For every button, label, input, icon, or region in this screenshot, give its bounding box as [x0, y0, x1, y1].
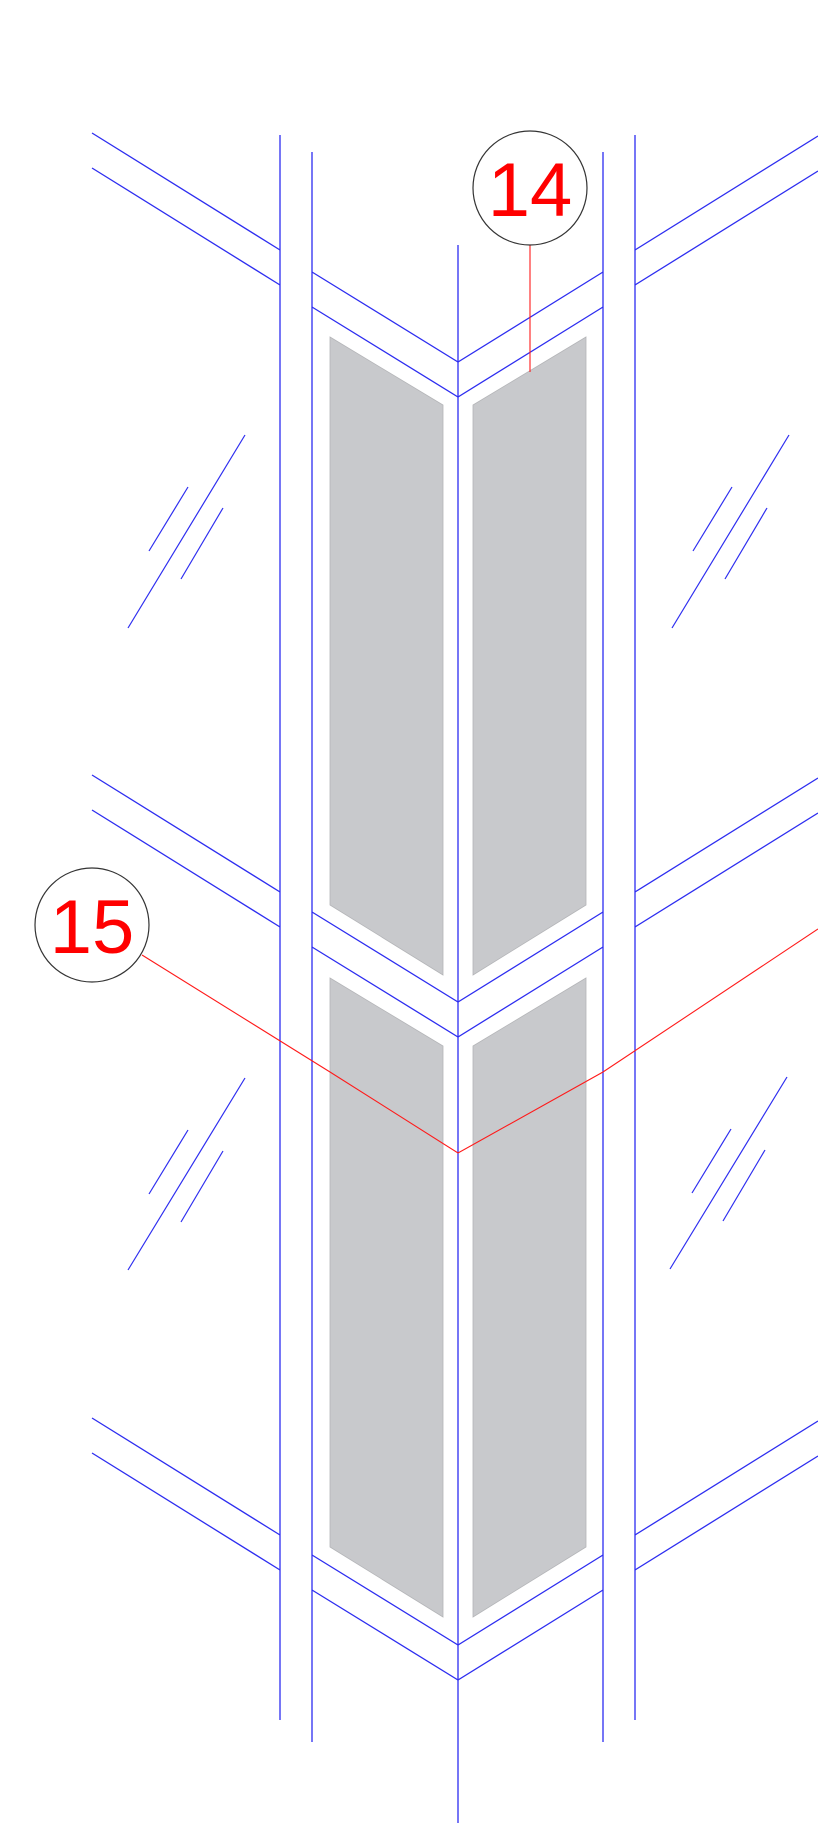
- transom-line: [634, 812, 818, 928]
- transom-line: [91, 809, 281, 928]
- transom-line: [634, 1420, 818, 1536]
- callout-15-bubble: [34, 867, 150, 983]
- cladding-panels: [329, 336, 587, 1618]
- callout-15-label: 15: [50, 885, 135, 970]
- glass-mark: [127, 1077, 246, 1271]
- callout-14-bubble: [472, 130, 588, 246]
- glass-mark: [724, 507, 768, 580]
- transom-top: [91, 132, 818, 398]
- vertical-mullions: [279, 135, 636, 1823]
- glass-mark: [180, 1150, 224, 1223]
- transom-bottom: [91, 1417, 818, 1681]
- transom-line: [634, 170, 818, 286]
- transom-chevron: [311, 911, 604, 1003]
- glass-mark: [671, 434, 790, 629]
- leader-lines: [141, 245, 818, 1154]
- glass-mark: [180, 507, 224, 580]
- glass-mark: [691, 1128, 732, 1194]
- callout-14: 14: [472, 130, 588, 246]
- glass-mark: [722, 1149, 766, 1222]
- transom-line: [634, 1455, 818, 1571]
- transom-line: [91, 1452, 281, 1571]
- panel-lower-right: [472, 977, 587, 1618]
- callout-14-label: 14: [488, 148, 573, 233]
- panel-upper-left: [329, 336, 444, 976]
- transom-line: [91, 1417, 281, 1536]
- transom-chevron: [311, 1589, 604, 1681]
- transom-chevron: [311, 271, 604, 363]
- transom-line: [91, 774, 281, 893]
- glass-mark: [669, 1076, 788, 1270]
- transom-line: [634, 777, 818, 893]
- glass-mark: [148, 486, 189, 552]
- transom-chevron: [311, 306, 604, 398]
- panel-lower-left: [329, 977, 444, 1618]
- transom-chevron: [311, 946, 604, 1038]
- transom-chevron: [311, 1554, 604, 1646]
- glass-mark: [148, 1129, 189, 1195]
- glass-mark: [692, 486, 733, 552]
- transom-line: [91, 132, 281, 251]
- panel-upper-right: [472, 336, 587, 976]
- transom-line: [91, 167, 281, 286]
- transom-middle: [91, 774, 818, 1038]
- glass-reflection-marks: [127, 434, 790, 1271]
- callout-15: 15: [34, 867, 150, 983]
- transom-line: [634, 135, 818, 251]
- glass-mark: [127, 434, 246, 629]
- leader-15: [141, 928, 818, 1154]
